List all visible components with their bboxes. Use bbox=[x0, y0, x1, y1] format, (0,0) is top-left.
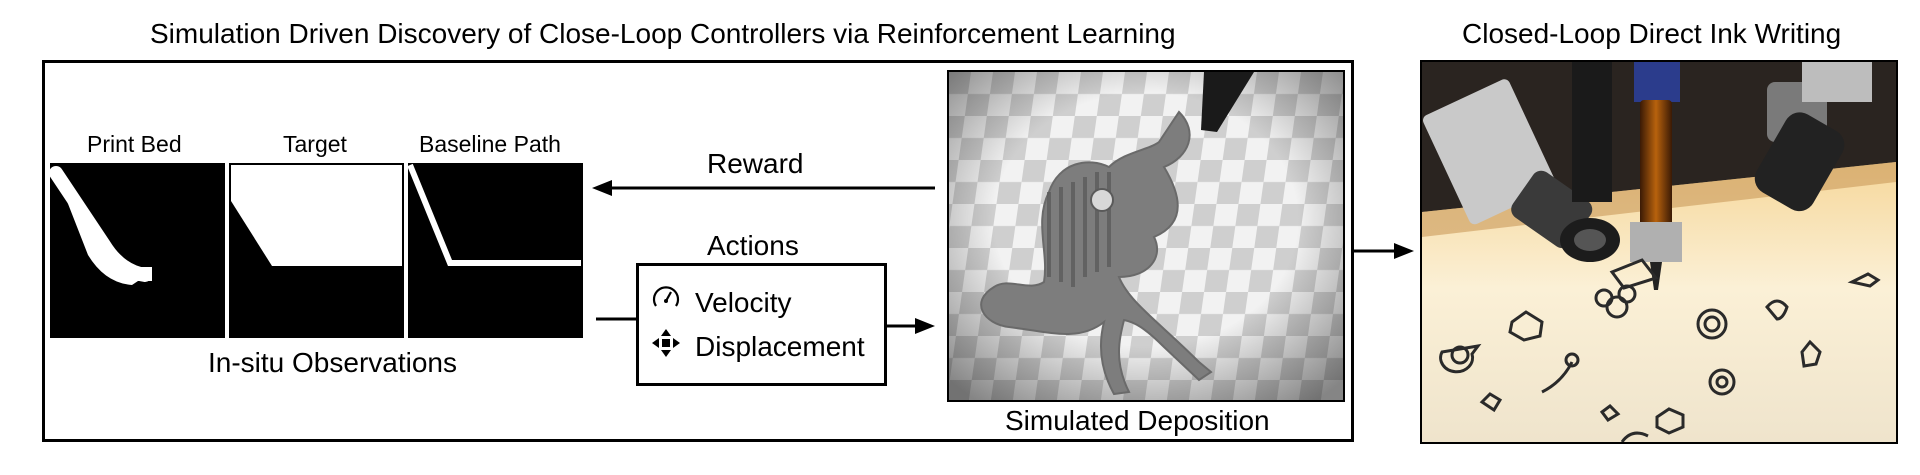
reward-arrow bbox=[592, 180, 935, 196]
target-shape bbox=[231, 165, 402, 266]
actions-box: Velocity Displacement bbox=[636, 263, 887, 386]
observations-caption: In-situ Observations bbox=[208, 347, 457, 378]
print-bed-panel bbox=[50, 163, 225, 338]
actions-title: Actions bbox=[707, 230, 799, 261]
simulation-frame bbox=[42, 60, 1354, 442]
panel-label-baseline-path: Baseline Path bbox=[419, 131, 561, 157]
gauge-icon bbox=[651, 284, 681, 321]
panel-label-target: Target bbox=[283, 131, 347, 157]
actions-to-simulation-arrow bbox=[887, 318, 935, 334]
right-title: Closed-Loop Direct Ink Writing bbox=[1462, 18, 1842, 49]
baseline-path-line bbox=[408, 163, 581, 266]
ink-syringe bbox=[1630, 62, 1682, 290]
action-velocity: Velocity bbox=[651, 284, 872, 321]
baseline-path-panel bbox=[408, 163, 583, 338]
panel-label-print-bed: Print Bed bbox=[87, 131, 182, 157]
observation-to-actions-connector bbox=[596, 317, 636, 321]
simulation-image bbox=[947, 70, 1345, 402]
action-displacement: Displacement bbox=[651, 328, 872, 365]
target-image bbox=[229, 163, 404, 338]
print-bed-image bbox=[50, 163, 225, 338]
target-panel bbox=[229, 163, 404, 338]
nozzle bbox=[1201, 72, 1254, 132]
action-displacement-label: Displacement bbox=[695, 330, 865, 362]
printed-shapes bbox=[1439, 258, 1881, 442]
simulation-caption: Simulated Deposition bbox=[1005, 405, 1270, 436]
left-camera bbox=[1423, 79, 1620, 262]
right-camera bbox=[1754, 62, 1872, 212]
simulation-to-real-arrow bbox=[1354, 243, 1414, 259]
move-arrows-icon bbox=[651, 328, 681, 365]
reward-label: Reward bbox=[707, 148, 804, 179]
printer-photo bbox=[1420, 60, 1898, 444]
baseline-path-image bbox=[408, 163, 583, 338]
main-title: Simulation Driven Discovery of Close-Loo… bbox=[150, 18, 1176, 49]
action-velocity-label: Velocity bbox=[695, 286, 792, 318]
